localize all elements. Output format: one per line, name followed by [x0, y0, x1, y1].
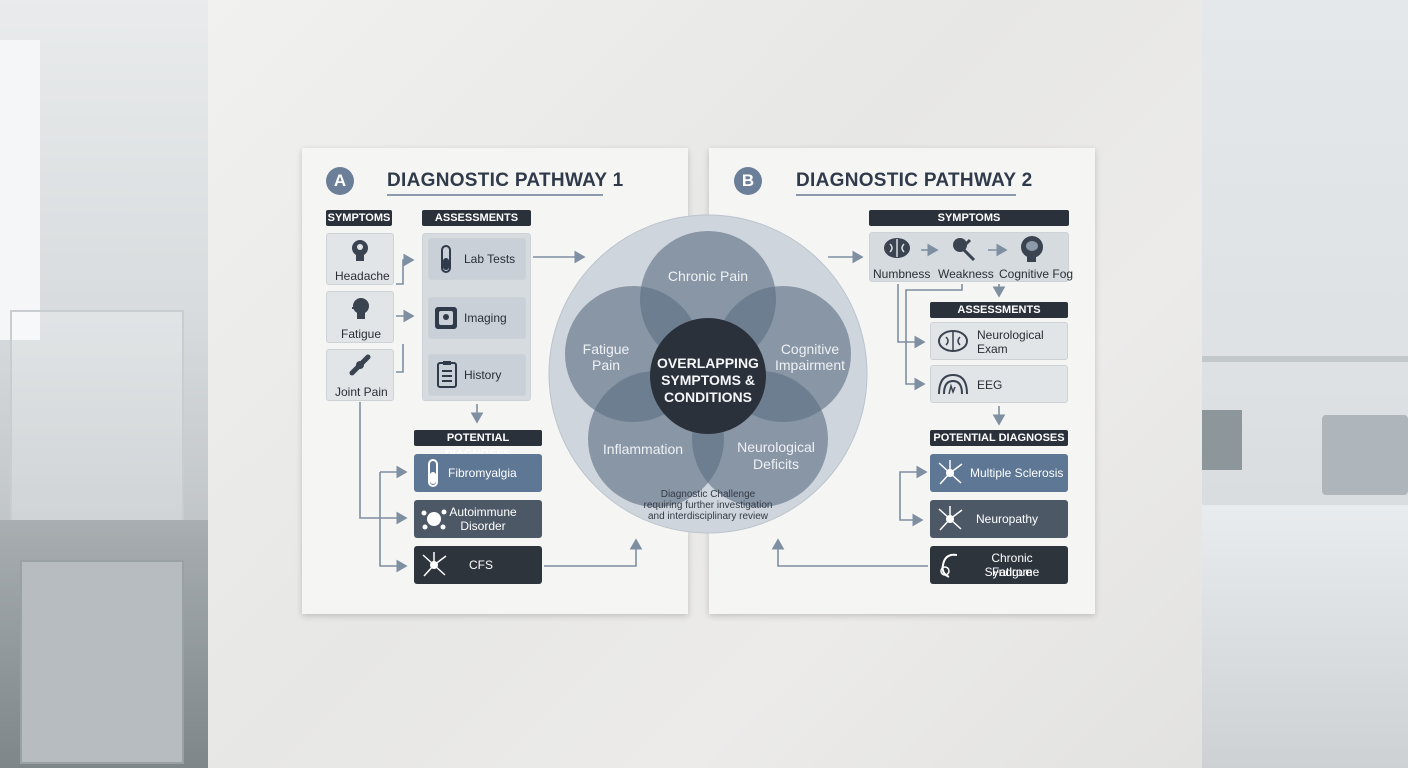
b-diagnosis-ms: Multiple Sclerosis — [930, 454, 1068, 492]
b-diagnosis-label-line1: Chronic Fatigue — [991, 551, 1033, 579]
brain-icon — [938, 330, 968, 352]
b-diagnosis-label: Neuropathy — [976, 512, 1039, 526]
a-symptom-fatigue: Fatigue — [326, 291, 394, 343]
head-icon — [352, 240, 368, 261]
venn-label-neuro-line1: Neurological — [737, 439, 815, 455]
b-assessment-label-line1: Neurological — [977, 328, 1044, 342]
a-symptom-label: Fatigue — [341, 327, 382, 341]
eeg-icon — [938, 373, 968, 395]
b-assessments-header: ASSESSMENTS — [930, 302, 1068, 318]
a-assessment-lab-tests: Lab Tests — [428, 238, 526, 280]
b-diagnosis-neuropathy: Neuropathy — [930, 500, 1068, 538]
arrow-a-jointpain — [396, 344, 404, 373]
arrow-a-joint-to-autoimmune — [359, 402, 408, 525]
b-assessment-label: EEG — [977, 378, 1003, 392]
badge-b: B — [734, 167, 762, 195]
tired-head-icon — [940, 553, 958, 578]
challenge-line2: requiring further investigation — [643, 500, 773, 511]
a-assessments-header: ASSESSMENTS — [422, 210, 531, 226]
a-symptoms-header: SYMPTOMS — [326, 210, 392, 226]
a-diagnosis-label-line1: Autoimmune — [449, 505, 517, 519]
a-diagnosis-fibromyalgia: Fibromyalgia — [414, 454, 542, 492]
arrow-a-headache — [396, 253, 415, 285]
a-assessment-label: Lab Tests — [464, 252, 516, 266]
clipboard-icon — [437, 361, 457, 388]
lab-equipment — [1202, 410, 1242, 470]
test-tube-icon — [428, 459, 438, 487]
arrow-b-to-eeg — [905, 284, 963, 391]
b-assessment-eeg: EEG — [930, 365, 1068, 403]
arrow-b-ms-neuropathy — [899, 471, 924, 527]
pathway-a-title: DIAGNOSTIC PATHWAY 1 — [387, 170, 624, 191]
neuron-icon — [938, 460, 963, 485]
arrow-b-cfs-to-venn — [771, 538, 928, 567]
shelf — [1202, 356, 1408, 362]
venn-center-line2: SYMPTOMS & — [661, 372, 755, 388]
b-assessment-neuro-exam: Neurological Exam — [930, 322, 1068, 360]
virus-icon — [421, 509, 447, 530]
arrow-b-to-neuro — [897, 284, 926, 349]
brain-head-icon — [1021, 236, 1043, 262]
window — [0, 40, 40, 340]
venn-diagram — [548, 214, 868, 534]
a-diagnosis-label-line2: Disorder — [460, 519, 506, 533]
a-assessment-history: History — [428, 354, 526, 396]
test-tube-icon — [441, 245, 451, 273]
b-diagnosis-label-line2: Syndrome — [984, 565, 1040, 579]
background-lab-right — [1202, 0, 1408, 768]
a-diagnosis-label: CFS — [469, 558, 493, 572]
title-underline — [796, 194, 1016, 196]
a-diagnoses-header: POTENTIAL DIAGNOSES — [414, 430, 542, 460]
arrow-a-to-cfs — [379, 472, 408, 573]
b-diagnosis-cfs: Chronic Fatigue Syndrome — [930, 546, 1068, 584]
neuron-icon — [422, 552, 447, 577]
neuron-icon — [938, 506, 963, 531]
venn-label-fatigue-line1: Fatigue — [582, 341, 630, 357]
venn-label-inflammation: Inflammation — [602, 441, 684, 457]
venn-center-line3: CONDITIONS — [664, 389, 752, 405]
a-assessment-label: History — [464, 368, 502, 382]
b-symptoms-header: SYMPTOMS — [869, 210, 1069, 226]
a-diagnosis-autoimmune: Autoimmune Disorder — [414, 500, 542, 538]
venn-label-chronic-pain: Chronic Pain — [667, 268, 749, 284]
venn-label-cognitive-line2: Impairment — [774, 357, 846, 373]
brain-icon — [884, 238, 910, 258]
a-symptom-joint-pain: Joint Pain — [326, 349, 394, 401]
venn-label-cognitive-line1: Cognitive — [780, 341, 840, 357]
a-symptom-headache: Headache — [326, 233, 394, 285]
b-symptom-label: Numbness — [873, 267, 931, 281]
badge-a: A — [326, 167, 354, 195]
b-symptom-label: Cognitive Fog — [999, 267, 1074, 281]
joint-icon — [349, 354, 371, 376]
title-underline — [387, 194, 603, 196]
a-assessment-label: Imaging — [464, 311, 507, 325]
venn-label-fatigue-line2: Pain — [591, 357, 621, 373]
venn-label-neuro-line2: Deficits — [753, 456, 799, 472]
a-symptom-label: Headache — [335, 269, 390, 283]
nerve-icon — [953, 238, 976, 262]
lab-monitor — [1322, 415, 1408, 495]
lab-bench — [1202, 505, 1408, 768]
scanner-icon — [435, 307, 457, 329]
b-symptom-label: Weakness — [938, 267, 994, 281]
a-symptom-label: Joint Pain — [335, 385, 388, 399]
arrow-a-cfs-to-venn — [544, 538, 643, 567]
tired-head-icon — [352, 298, 369, 319]
cabinet-door — [20, 560, 184, 764]
a-assessment-imaging: Imaging — [428, 297, 526, 339]
venn-center-line1: OVERLAPPING — [657, 355, 759, 371]
a-diagnosis-label: Fibromyalgia — [448, 466, 517, 480]
b-diagnosis-label: Multiple Sclerosis — [970, 466, 1064, 480]
glass-cabinet — [10, 310, 184, 524]
challenge-line3: and interdisciplinary review — [647, 511, 769, 522]
venn-center — [650, 318, 766, 434]
a-diagnosis-cfs: CFS — [414, 546, 542, 584]
background-lab-left — [0, 0, 208, 768]
b-assessment-label-line2: Exam — [977, 342, 1008, 356]
challenge-line1: Diagnostic Challenge — [660, 489, 756, 500]
pathway-b-title: DIAGNOSTIC PATHWAY 2 — [796, 170, 1033, 191]
b-diagnoses-header: POTENTIAL DIAGNOSES — [930, 430, 1068, 446]
